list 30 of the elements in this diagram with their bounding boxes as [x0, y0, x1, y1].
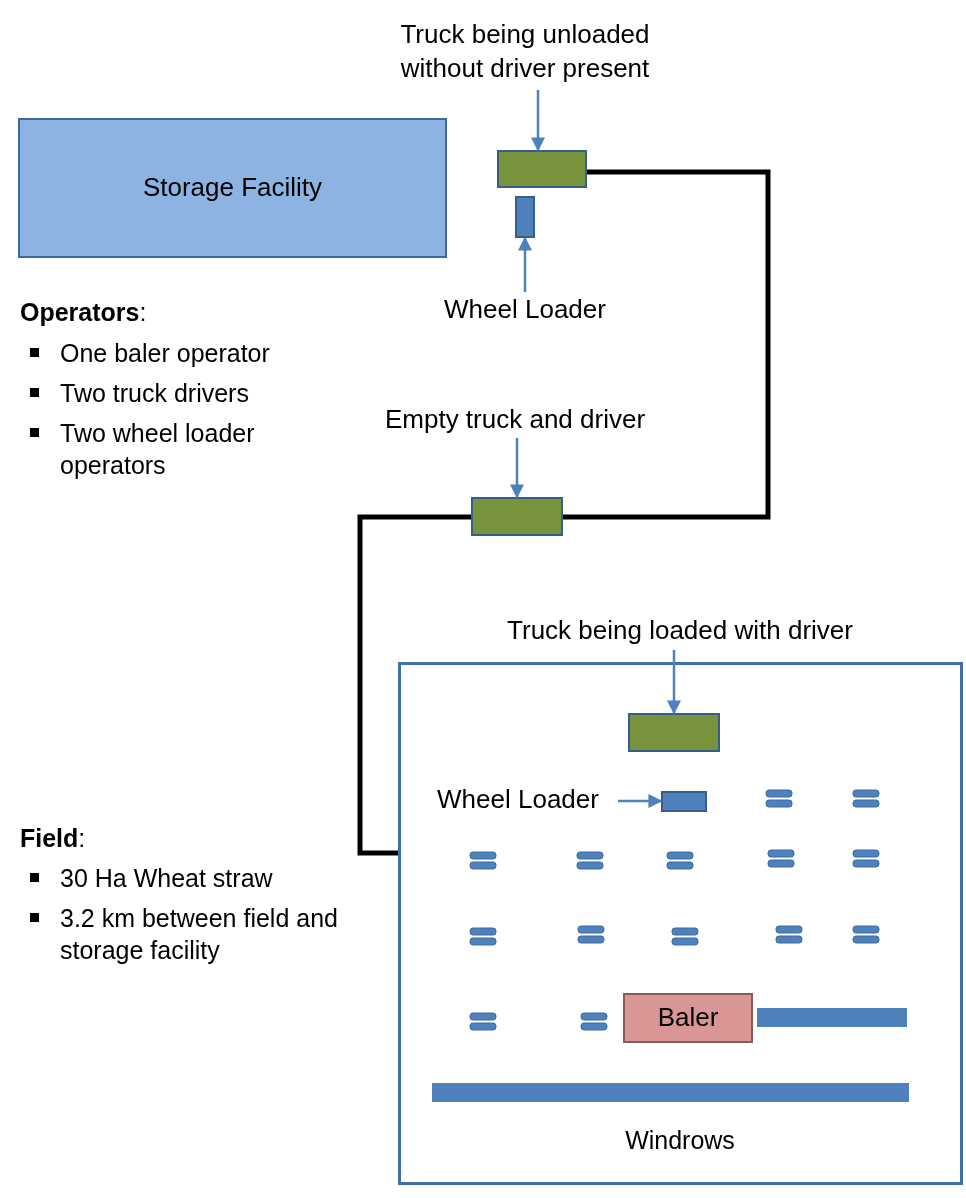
- arrow: [667, 650, 681, 715]
- bullet-item: 3.2 km between field and storage facility: [28, 902, 390, 966]
- arrow: [618, 794, 663, 808]
- arrow: [518, 236, 532, 292]
- annotation-text: Truck being unloaded without driver present: [399, 18, 651, 85]
- annotation-text: Wheel Loader: [437, 783, 599, 817]
- bullet-item: Two wheel loader operators: [28, 417, 350, 481]
- facility-label: Storage Facility: [142, 171, 323, 205]
- route-line: [563, 169, 771, 520]
- arrow: [510, 438, 524, 499]
- annotation-text: Truck being loaded with driver: [507, 614, 853, 648]
- arrow: [531, 90, 545, 152]
- wheel-loader-block: [515, 196, 535, 238]
- truck-block: [628, 713, 720, 752]
- storage-facility-box: [18, 118, 447, 258]
- annotation-text: Empty truck and driver: [384, 403, 646, 437]
- bullet-item: One baler operator: [28, 337, 380, 369]
- truck-block: [471, 497, 563, 536]
- windrows-label: Windrows: [624, 1125, 736, 1156]
- baler-label: Baler: [657, 1001, 719, 1035]
- bullet-item: Two truck drivers: [28, 377, 380, 409]
- bullet-item: 30 Ha Wheat straw: [28, 862, 380, 894]
- annotation-text: Wheel Loader: [444, 293, 606, 327]
- wheel-loader-block: [661, 791, 707, 812]
- baler-box: [623, 993, 753, 1043]
- section-heading: Operators:: [20, 297, 148, 328]
- field-boundary-box: [398, 662, 963, 1185]
- route-line: [357, 514, 471, 856]
- section-heading: Field:: [20, 823, 87, 854]
- truck-block: [497, 150, 587, 188]
